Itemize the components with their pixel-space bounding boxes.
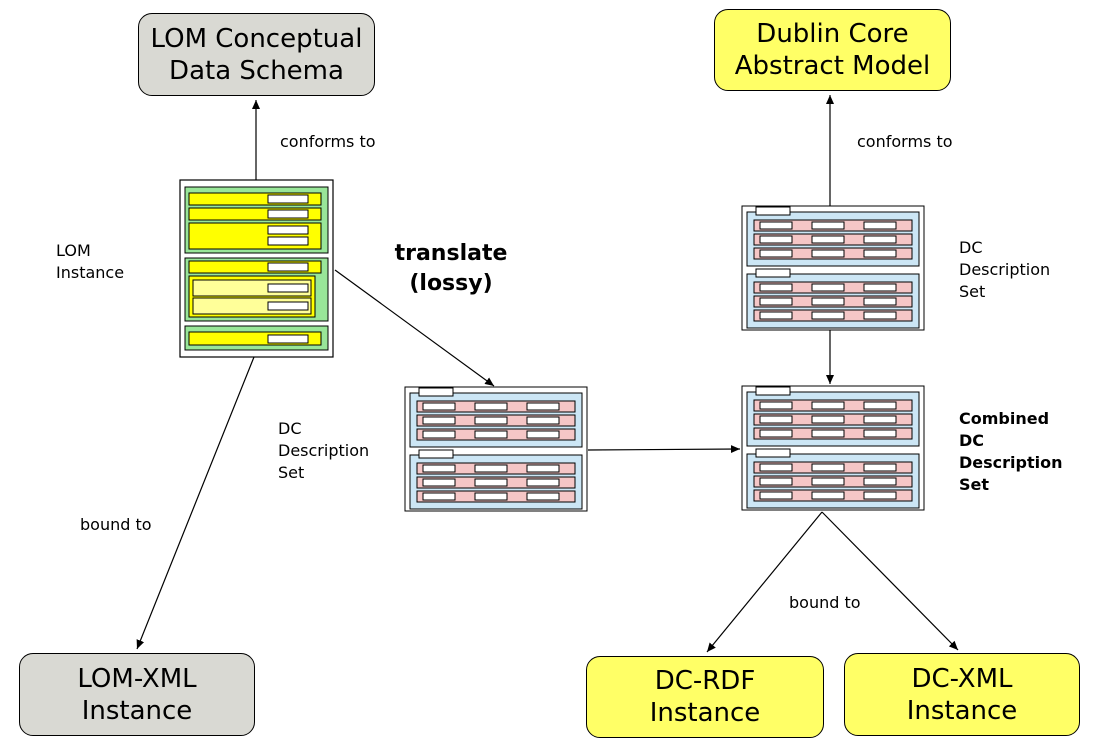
arrow-lom-bound-to	[136, 356, 255, 650]
dc-description-set-label-middle: DC Description Set	[278, 419, 370, 482]
dublin-core-abstract-model-node: Dublin Core Abstract Model	[714, 9, 951, 91]
lom-instance-block	[179, 179, 334, 358]
conforms-to-label-right: conforms to	[857, 132, 953, 151]
arrow-combined-to-xml	[821, 511, 959, 651]
dc-description-set-label-right: DC Description Set	[959, 238, 1051, 301]
bound-to-label-right: bound to	[789, 593, 861, 612]
arrow-dc-set-to-combined	[587, 445, 741, 454]
lom-xml-instance-node: LOM-XML Instance	[19, 653, 255, 736]
dc-description-set-right-block	[741, 205, 925, 331]
translate-lossy-label: translate (lossy)	[394, 241, 508, 296]
lom-conceptual-data-schema-node: LOM Conceptual Data Schema	[138, 13, 375, 96]
combined-dc-description-set-label: Combined DC Description Set	[959, 409, 1063, 494]
dc-description-set-middle-block	[404, 386, 588, 512]
bound-to-label-left: bound to	[80, 515, 152, 534]
conforms-to-label-left: conforms to	[280, 132, 376, 151]
dc-rdf-instance-node: DC-RDF Instance	[586, 656, 824, 738]
combined-dc-description-set-block	[741, 385, 925, 511]
dc-xml-instance-node: DC-XML Instance	[844, 653, 1080, 736]
arrow-combined-to-rdf	[706, 511, 823, 653]
lom-instance-label: LOM Instance	[56, 241, 125, 282]
